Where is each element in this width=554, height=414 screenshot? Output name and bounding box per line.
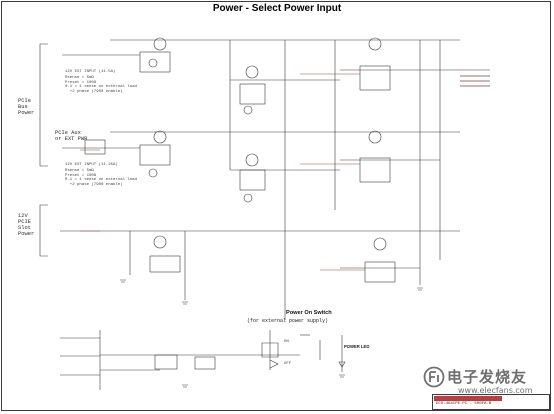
watermark-text: 电子发烧友 <box>447 368 528 386</box>
label-pcie-bus-power: PCIe Bus Power <box>18 98 35 116</box>
watermark-logo-icon <box>423 366 445 388</box>
title-block: ECO-4G4CPE-PC - 500FA-B <box>432 394 550 410</box>
sheet-title: Power - Select Power Input <box>212 3 342 14</box>
switch-on-label: ON <box>284 340 289 344</box>
note-ext-input-2-detail: Rsense = 5mΩ Preset = 100Ω 0.1 = 1 sense… <box>65 169 138 187</box>
power-switch-subtitle: (for external power supply) <box>247 318 329 324</box>
title-block-brand-strip <box>434 396 502 401</box>
title-block-text: ECO-4G4CPE-PC - 500FA-B <box>436 402 492 406</box>
switch-off-label: OFF <box>284 362 292 366</box>
label-pcie-aux: PCIe Aux or EXT PWR <box>55 130 88 142</box>
note-ext-input-1-detail: Rsense = 5mΩ Preset = 100Ω 0.1 = 1 sense… <box>65 76 138 94</box>
note-ext-input-1: 12V EXT INPUT (11.5A) <box>65 70 116 74</box>
label-pcie-slot-power: 12V PCIE Slot Power <box>18 213 35 237</box>
power-switch-title: Power On Switch <box>286 310 332 316</box>
note-ext-input-2: 12V EXT INPUT (11.25A) <box>65 163 118 167</box>
watermark-url: www.elecfans.com <box>458 386 533 395</box>
power-led-label: POWER LED <box>344 344 370 349</box>
